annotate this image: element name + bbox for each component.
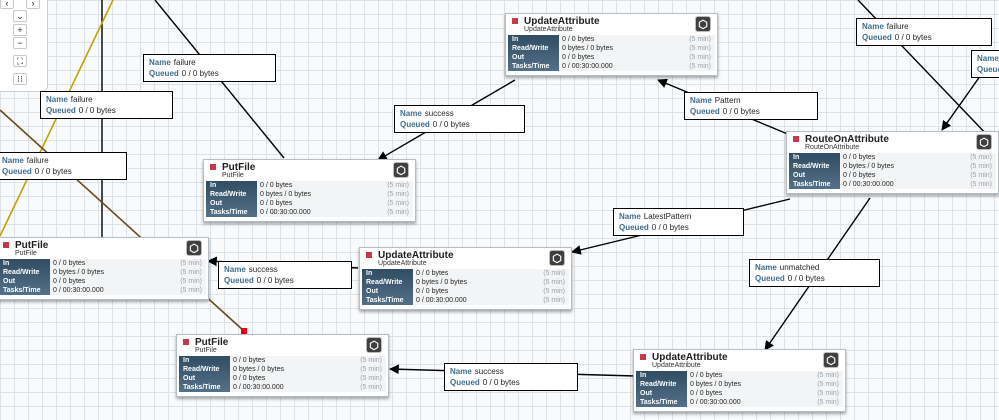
- processor-type: PutFile: [195, 347, 217, 354]
- chevron-down-icon[interactable]: ⌄: [13, 10, 27, 22]
- processor-type: UpdateAttribute: [652, 362, 701, 369]
- stopped-icon: [210, 164, 216, 170]
- processor-icon: ⬡: [393, 162, 409, 178]
- processor-icon: ⬡: [976, 134, 992, 150]
- processor-icon: ⬡: [186, 240, 202, 256]
- pan-right-icon[interactable]: ›: [26, 0, 40, 9]
- stopped-icon: [793, 136, 799, 142]
- stopped-icon: [512, 18, 518, 24]
- processor-type: UpdateAttribute: [524, 26, 573, 33]
- zoom-out-icon[interactable]: −: [13, 37, 27, 49]
- stopped-icon: [3, 242, 9, 248]
- navigation-panel: ‹ › ⌄ + − ⛶ ⁝⁝: [0, 0, 48, 92]
- processor-name: UpdateAttribute: [378, 250, 454, 261]
- processor-name: RouteOnAttribute: [805, 134, 889, 145]
- stopped-icon: [183, 339, 189, 345]
- processor-name: PutFile: [195, 337, 229, 348]
- bend-point-red[interactable]: [241, 328, 247, 334]
- actual-size-icon[interactable]: ⁝⁝: [13, 73, 27, 85]
- processor-name: UpdateAttribute: [524, 16, 600, 27]
- processor-name: PutFile: [222, 162, 256, 173]
- processor-icon: ⬡: [823, 352, 839, 368]
- processor-type: RouteOnAttribute: [805, 144, 860, 151]
- processor-icon: ⬡: [366, 337, 382, 353]
- stopped-icon: [640, 354, 646, 360]
- stopped-icon: [366, 252, 372, 258]
- processor-name: UpdateAttribute: [652, 352, 728, 363]
- processor-name: PutFile: [15, 240, 49, 251]
- processor-type: PutFile: [222, 172, 244, 179]
- zoom-in-icon[interactable]: +: [13, 24, 27, 36]
- processor-type: UpdateAttribute: [378, 260, 427, 267]
- pan-left-icon[interactable]: ‹: [0, 0, 14, 9]
- processor-icon: ⬡: [695, 16, 711, 32]
- processor-icon: ⬡: [549, 250, 565, 266]
- processor-type: PutFile: [15, 250, 37, 257]
- connection-label-offscreen[interactable]: Name Queued: [971, 50, 999, 78]
- fit-icon[interactable]: ⛶: [13, 55, 27, 67]
